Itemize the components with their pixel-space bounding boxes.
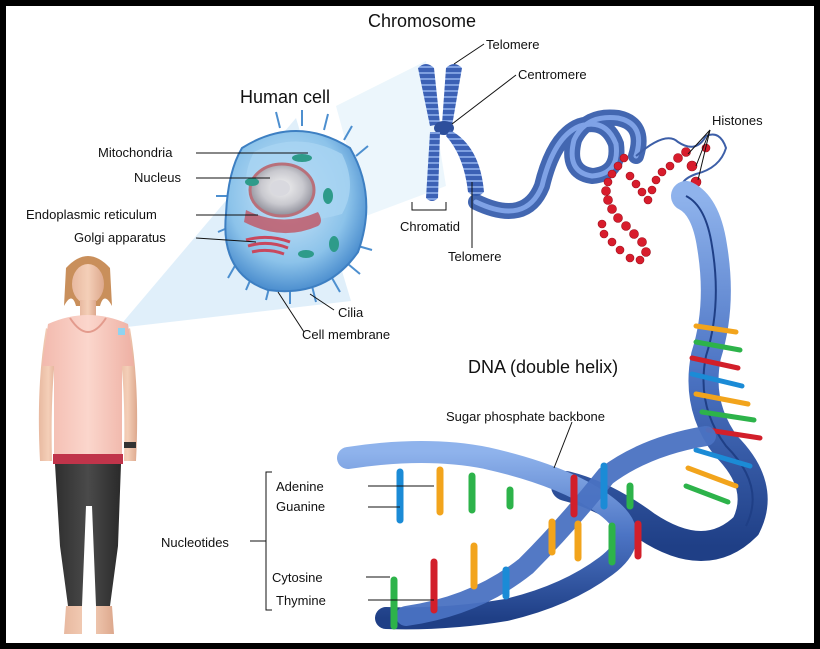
nucleus-label: Nucleus <box>134 170 181 185</box>
legs <box>55 464 121 606</box>
human-cell-illustration <box>216 110 373 304</box>
chromatin-fiber <box>468 109 728 219</box>
waistband <box>53 454 123 464</box>
telomere-top-label: Telomere <box>486 37 540 52</box>
telomere-bottom-label: Telomere <box>448 249 502 264</box>
chromatin-strand <box>635 133 728 197</box>
histone-bead <box>643 195 653 205</box>
nucleolus <box>270 180 290 196</box>
mitochondrion-1 <box>292 154 312 162</box>
histone-bead <box>621 221 631 231</box>
chromosome-title: Chromosome <box>368 11 477 31</box>
histone-bead <box>601 186 611 196</box>
histone-bead <box>603 195 613 205</box>
chromatid-upper-left <box>418 64 440 126</box>
histone-bead <box>597 219 607 229</box>
histone-bead <box>637 237 647 247</box>
upper-base-pairs <box>683 323 763 505</box>
mitochondrion-3 <box>323 188 333 204</box>
callout-beam-cell-to-chromosome <box>336 61 446 216</box>
histone-bead <box>681 147 691 157</box>
histone-bead <box>607 237 617 247</box>
histone-bead <box>686 160 698 172</box>
cilia-label: Cilia <box>338 305 364 320</box>
mitochondrion-4 <box>298 250 314 258</box>
dna-helix <box>337 181 768 630</box>
guanine-label: Guanine <box>276 499 326 514</box>
endoplasmic-reticulum-label: Endoplasmic reticulum <box>26 207 157 222</box>
adenine-label: Adenine <box>276 479 324 494</box>
nucleotides-label: Nucleotides <box>161 535 229 550</box>
feet <box>64 606 114 634</box>
cytosine-label: Cytosine <box>272 570 323 585</box>
histone-bead <box>607 169 617 179</box>
leader-lines <box>195 43 711 611</box>
histone-bead <box>651 175 661 185</box>
neckline <box>69 317 107 333</box>
neck <box>80 300 96 318</box>
histone-bead <box>613 213 623 223</box>
dna-backbone-back <box>396 426 716 626</box>
histone-bead <box>665 161 675 171</box>
histone-bead <box>607 204 617 214</box>
human-cell-title: Human cell <box>240 87 331 107</box>
head <box>72 264 104 304</box>
wristband <box>124 442 136 448</box>
dna-backbone-front <box>337 441 637 630</box>
histone-bead <box>635 255 645 265</box>
histone-beads <box>597 143 711 265</box>
histone-bead <box>603 177 613 187</box>
chromatid-upper-right <box>442 64 462 126</box>
golgi-apparatus-label: Golgi apparatus <box>74 230 166 245</box>
chromatid-label: Chromatid <box>400 219 460 234</box>
dna-title: DNA (double helix) <box>468 357 619 377</box>
histone-bead <box>615 245 625 255</box>
histone-bead <box>625 171 635 181</box>
histone-bead <box>619 153 629 163</box>
diagram-graphics <box>38 43 768 634</box>
histone-bead <box>647 185 657 195</box>
histone-bead <box>625 253 635 263</box>
mitochondria-label: Mitochondria <box>98 145 173 160</box>
golgi-apparatus <box>245 235 291 256</box>
chromatid-lower-left <box>426 132 440 201</box>
dna-backbone-upper-edge <box>685 195 754 527</box>
histone-bead <box>673 153 683 163</box>
histone-bead <box>599 229 609 239</box>
histone-bead <box>629 229 639 239</box>
histone-bead <box>637 187 647 197</box>
lower-base-pairs <box>390 462 642 630</box>
histone-bead <box>641 247 651 257</box>
sugar-phosphate-backbone-label: Sugar phosphate backbone <box>446 409 606 424</box>
mitochondrion-2 <box>245 178 259 186</box>
body-marker <box>118 328 125 335</box>
mitochondrion-5 <box>329 236 339 252</box>
endoplasmic-reticulum <box>244 210 321 234</box>
chromatin-coil-highlight <box>473 114 642 214</box>
histones-label: Histones <box>712 113 763 128</box>
histone-bead <box>631 179 641 189</box>
shirt <box>42 315 134 458</box>
cell-membrane-label: Cell membrane <box>302 327 391 342</box>
chromosome-illustration <box>418 64 484 201</box>
chromatid-lower-right <box>446 130 484 196</box>
centromere-label: Centromere <box>518 67 587 82</box>
human-figure <box>38 256 138 634</box>
histone-bead <box>613 161 623 171</box>
thymine-label: Thymine <box>276 593 326 608</box>
histone-bead <box>657 167 667 177</box>
